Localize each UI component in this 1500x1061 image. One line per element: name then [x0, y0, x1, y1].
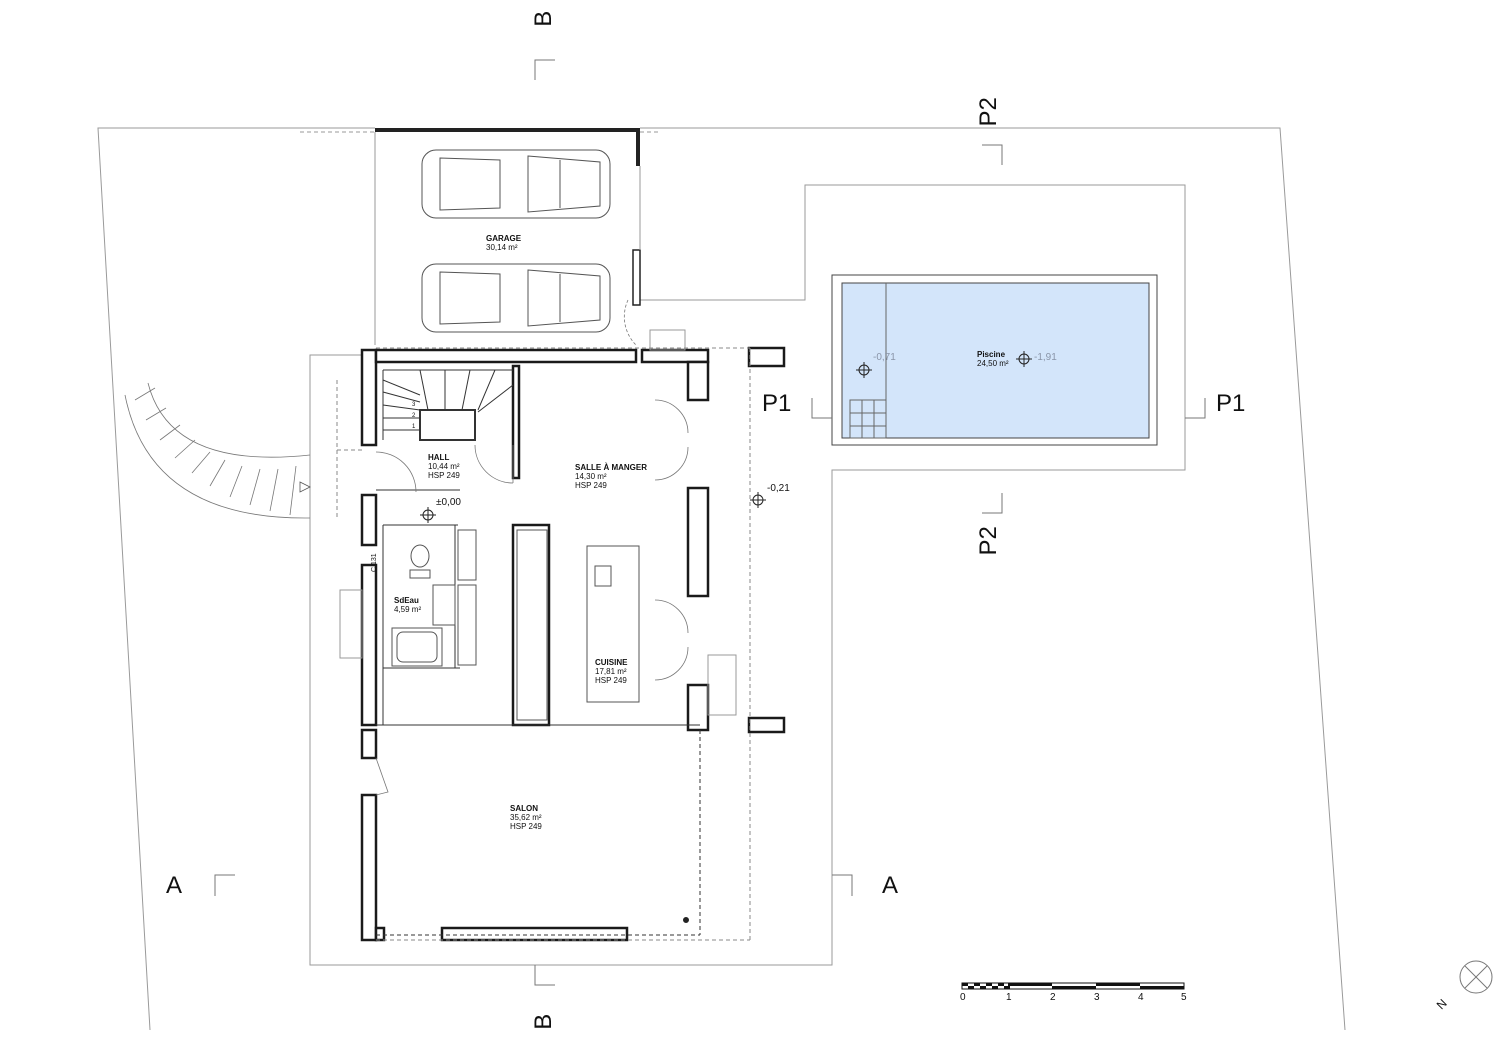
section-markers	[214, 59, 1206, 986]
room-hsp: HSP 249	[428, 471, 460, 481]
room-label-salle-a-manger: SALLE À MANGER 14,30 m² HSP 249	[575, 463, 647, 491]
section-b-top-label: B	[530, 10, 558, 27]
stair-step-number: 3	[412, 402, 416, 408]
room-area: 17,81 m²	[595, 667, 627, 677]
scale-tick-label: 4	[1138, 992, 1144, 1003]
scale-tick-label: 2	[1050, 992, 1056, 1003]
terrace-outline	[309, 184, 1186, 966]
fixtures	[339, 329, 737, 721]
scale-tick-label: 3	[1094, 992, 1100, 1003]
level-label-hall: ±0,00	[436, 497, 461, 508]
garage-walls	[300, 128, 660, 345]
staircase	[382, 369, 514, 441]
room-area: 14,30 m²	[575, 472, 607, 482]
room-label-salon: SALON 35,62 m² HSP 249	[510, 804, 542, 832]
room-name: HALL	[428, 453, 450, 462]
stair-step-number: 1	[412, 424, 416, 430]
section-p1-right-label: P1	[1216, 390, 1246, 417]
room-area: 10,44 m²	[428, 462, 460, 472]
level-label-pool-right: -1,91	[1034, 352, 1057, 363]
house-walls	[360, 346, 786, 942]
room-label-sdeau: SdEau 4,59 m²	[394, 596, 421, 614]
scale-tick-label: 5	[1181, 992, 1187, 1003]
exterior-stair	[124, 382, 311, 519]
room-area: 30,14 m²	[486, 243, 518, 253]
room-name: SALLE À MANGER	[575, 463, 647, 472]
room-hsp: HSP 249	[575, 481, 607, 491]
room-hsp: HSP 249	[595, 676, 627, 686]
section-b-bottom-label: B	[530, 1013, 558, 1030]
section-a-left-label: A	[166, 872, 183, 899]
room-area: 24,50 m²	[977, 359, 1009, 369]
room-name: SdEau	[394, 596, 419, 605]
room-label-garage: GARAGE 30,14 m²	[486, 234, 521, 252]
door-swings	[375, 299, 689, 796]
section-p2-top-label: P2	[974, 97, 1002, 127]
interior-lines	[336, 347, 751, 941]
level-label-pool-left: -0,71	[873, 352, 896, 363]
section-p1-left-label: P1	[762, 390, 792, 417]
level-label-terrace: -0,21	[767, 483, 790, 494]
pool	[831, 274, 1158, 446]
wall-note: C 131	[371, 553, 378, 572]
room-hsp: HSP 249	[510, 822, 542, 832]
room-name: Piscine	[977, 350, 1006, 359]
section-a-right-label: A	[882, 872, 899, 899]
scale-bar	[961, 982, 1185, 990]
room-label-cuisine: CUISINE 17,81 m² HSP 249	[595, 658, 627, 686]
room-label-piscine: Piscine 24,50 m²	[977, 350, 1009, 368]
north-symbol	[1459, 960, 1493, 994]
scale-tick-label: 0	[960, 992, 966, 1003]
site-boundary	[97, 127, 1346, 1031]
room-name: SALON	[510, 804, 538, 813]
stair-step-number: 2	[412, 413, 416, 419]
room-name: GARAGE	[486, 234, 522, 243]
level-markers	[420, 351, 1032, 923]
section-p2-bottom-label: P2	[974, 526, 1002, 556]
car-bottom	[421, 263, 611, 333]
room-area: 35,62 m²	[510, 813, 542, 823]
room-name: CUISINE	[595, 658, 628, 667]
scale-tick-label: 1	[1006, 992, 1012, 1003]
room-label-hall: HALL 10,44 m² HSP 249	[428, 453, 460, 481]
room-area: 4,59 m²	[394, 605, 422, 615]
car-top	[421, 149, 611, 219]
